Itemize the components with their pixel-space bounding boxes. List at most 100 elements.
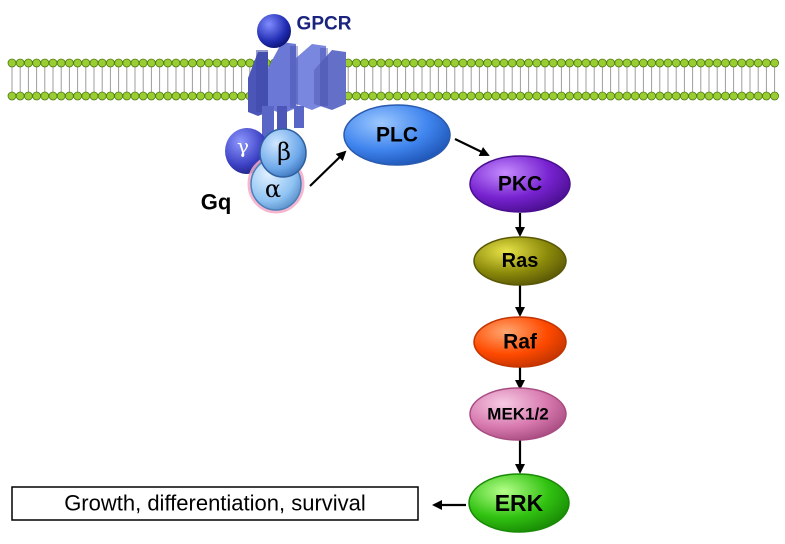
lipid-head [228, 91, 238, 101]
lipid-head [220, 91, 230, 101]
lipid-head [598, 91, 607, 101]
lipid-head [376, 91, 386, 101]
lipid-head [573, 91, 583, 101]
lipid-head [680, 91, 689, 101]
lipid-head [56, 91, 66, 101]
lipid-head [655, 58, 665, 68]
lipid-head [220, 58, 230, 68]
lipid-head [704, 58, 714, 68]
lipid-head [491, 91, 501, 101]
lipid-head [712, 58, 722, 68]
lipid-head [581, 91, 591, 101]
lipid-head [630, 91, 640, 101]
lipid-head [155, 58, 165, 68]
lipid-head [663, 58, 673, 68]
lipid-head [204, 58, 214, 68]
lipid-head [753, 58, 763, 68]
lipid-head [73, 91, 82, 101]
lipid-head [524, 58, 533, 68]
lipid-head [606, 91, 615, 101]
lipid-head [106, 58, 115, 68]
lipid-head [483, 91, 493, 101]
lipid-head [409, 91, 419, 101]
lipid-head [762, 91, 771, 101]
lipid-head [442, 58, 452, 68]
lipid-head [565, 91, 574, 101]
lipid-head [138, 91, 148, 101]
transmembrane-helices [248, 42, 346, 140]
lipid-head [737, 91, 747, 101]
lipid-head [516, 91, 525, 101]
lipid-head [32, 91, 41, 101]
lipid-head [179, 58, 189, 68]
node-raf: Raf [473, 316, 567, 368]
lipid-head [532, 91, 542, 101]
lipid-head [138, 58, 148, 68]
arrow-plc-to-pkc [454, 138, 490, 157]
lipid-head [122, 58, 132, 68]
node-mek: MEK1/2 [469, 387, 567, 441]
lipid-head [368, 58, 378, 68]
lipid-head [417, 58, 427, 68]
lipid-head [474, 91, 484, 101]
lipid-head [655, 91, 665, 101]
lipid-head [433, 91, 443, 101]
lipid-head [442, 91, 452, 101]
lipid-head [204, 91, 214, 101]
gq-protein: γ β α Gq [201, 128, 307, 215]
lipid-head [762, 58, 771, 68]
lipid-head [499, 58, 509, 68]
lipid-head [540, 58, 550, 68]
lipid-head [712, 91, 722, 101]
lipid-head [688, 58, 697, 68]
lipid-head [606, 58, 615, 68]
lipid-head [466, 58, 476, 68]
gq-label: Gq [201, 190, 232, 215]
lipid-head [499, 91, 509, 101]
lipid-head [433, 58, 443, 68]
lipid-head [639, 58, 648, 68]
lipid-head [15, 91, 25, 101]
lipid-head [384, 58, 394, 68]
lipid-head [7, 91, 17, 101]
lipid-head [557, 91, 566, 101]
lipid-head [548, 91, 558, 101]
lipid-head [360, 58, 370, 68]
lipid-head [392, 91, 402, 101]
lipid-head [163, 58, 173, 68]
lipid-head [507, 91, 517, 101]
lipid-head [106, 91, 115, 101]
lipid-head [671, 91, 681, 101]
lipid-head [770, 91, 779, 101]
lipid-head [7, 58, 17, 68]
lipid-head [622, 91, 632, 101]
node-erk: ERK [468, 473, 570, 533]
lipid-head [745, 58, 755, 68]
lipid-head [97, 58, 107, 68]
lipid-head [450, 91, 460, 101]
lipid-head [565, 58, 574, 68]
lipid-head [409, 58, 419, 68]
lipid-head [721, 58, 730, 68]
lipid-head [89, 58, 99, 68]
lipid-head [425, 58, 435, 68]
lipid-head [450, 58, 460, 68]
lipid-head [65, 58, 74, 68]
lipid-head [237, 91, 247, 101]
lipid-head [401, 58, 411, 68]
lipid-head [81, 91, 91, 101]
lipid-head [212, 58, 222, 68]
lipid-head [581, 58, 591, 68]
lipid-head [48, 91, 58, 101]
gamma-symbol: γ [237, 134, 249, 158]
lipid-head [81, 58, 91, 68]
lipid-head [729, 91, 738, 101]
lipid-head [163, 91, 173, 101]
ras-label: Ras [502, 250, 539, 272]
lipid-head [360, 91, 370, 101]
lipid-head [614, 58, 624, 68]
lipid-head [155, 91, 165, 101]
lipid-head [458, 58, 468, 68]
lipid-head [130, 58, 140, 68]
lipid-head [721, 91, 730, 101]
